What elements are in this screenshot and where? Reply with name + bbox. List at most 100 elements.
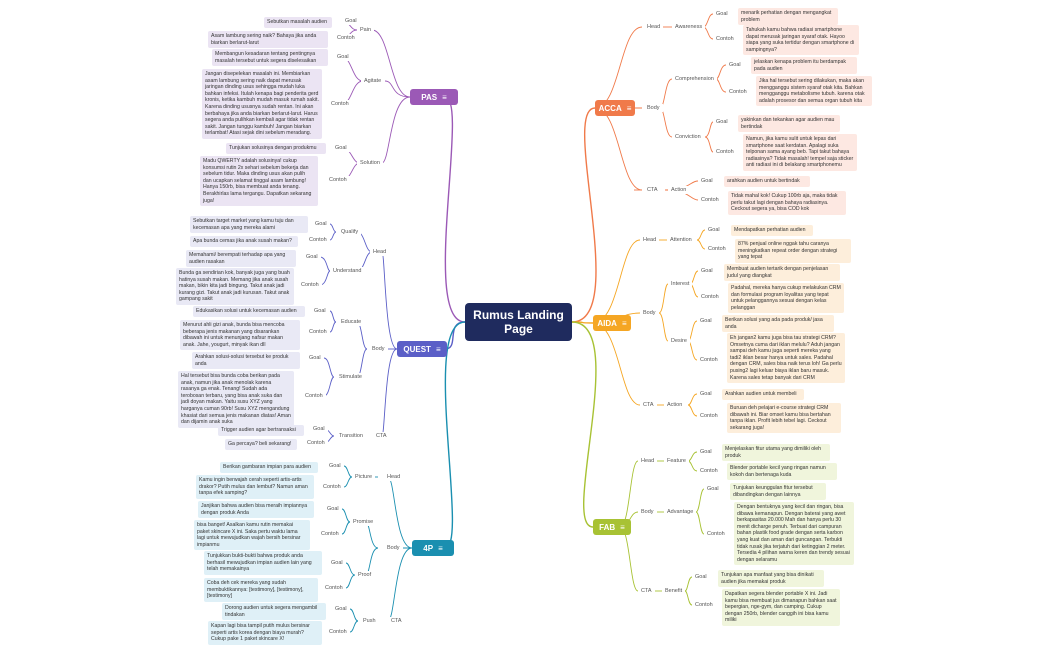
topic-comprehension-goal[interactable]: Goal [726,61,744,69]
central-topic[interactable]: Rumus Landing Page [465,303,572,341]
topic-advantage-example[interactable]: Contoh [704,530,728,538]
topic-push-goal[interactable]: Goal [332,605,350,613]
topic-aida-action-example[interactable]: Contoh [697,412,721,420]
topic-desire-goal[interactable]: Goal [697,317,715,325]
topic-solution-example[interactable]: Contoh [326,176,350,184]
topic-acca-action-example[interactable]: Contoh [698,196,722,204]
topic-aida-cta[interactable]: CTA [640,401,657,409]
topic-transition-example[interactable]: Contoh [304,439,328,447]
topic-agitate-example[interactable]: Contoh [328,100,352,108]
topic-push[interactable]: Push [360,617,379,625]
topic-qualify-example[interactable]: Contoh [306,236,330,244]
topic-acca-body[interactable]: Body [644,104,663,112]
topic-aida-head[interactable]: Head [640,236,660,244]
understand-goal-text: Memahami/ berempati terhadap apa yang au… [186,250,296,268]
topic-educate[interactable]: Educate [338,318,365,326]
topic-picture[interactable]: Picture [352,473,376,481]
topic-interest-example[interactable]: Contoh [698,293,722,301]
topic-feature-goal[interactable]: Goal [697,448,715,456]
topic-qualify-goal[interactable]: Goal [312,220,330,228]
topic-4p-head[interactable]: Head [384,473,404,481]
solution-goal-text: Tunjukan solusinya dengan produkmu [226,143,326,154]
topic-promise-goal[interactable]: Goal [324,505,342,513]
topic-fab-head[interactable]: Head [638,457,658,465]
topic-interest[interactable]: Interest [668,280,693,288]
topic-transition-goal[interactable]: Goal [310,425,328,433]
topic-agitate[interactable]: Agitate [361,77,385,85]
topic-feature-example[interactable]: Contoh [697,467,721,475]
topic-stimulate-example[interactable]: Contoh [302,392,326,400]
topic-desire[interactable]: Desire [668,337,690,345]
topic-stimulate[interactable]: Stimulate [336,373,365,381]
topic-feature[interactable]: Feature [664,457,689,465]
branch-4p[interactable]: 4P ≡ [412,540,454,556]
pain-example-text: Asam lambung sering naik? Bahaya jika an… [208,31,328,49]
topic-pain[interactable]: Pain [357,26,375,34]
topic-qualify[interactable]: Qualify [338,228,362,236]
topic-proof-example[interactable]: Contoh [322,584,346,592]
topic-desire-example[interactable]: Contoh [697,356,721,364]
topic-attention-goal[interactable]: Goal [705,226,723,234]
topic-acca-cta[interactable]: CTA [644,186,661,194]
topic-agitate-goal[interactable]: Goal [334,53,352,61]
branch-fab[interactable]: FAB ≡ [593,519,631,535]
topic-understand[interactable]: Understand [330,267,365,275]
topic-advantage-goal[interactable]: Goal [704,485,722,493]
topic-picture-goal[interactable]: Goal [326,462,344,470]
picture-goal-text: Berikan gambaran impian para audien [220,462,318,473]
solution-example-text: Madu QWERTY adalah solusinya! cukup kons… [200,156,318,207]
branch-pas[interactable]: PAS ≡ [410,89,458,105]
topic-solution[interactable]: Solution [357,159,383,167]
topic-proof-goal[interactable]: Goal [328,559,346,567]
topic-transition[interactable]: Transition [336,432,366,440]
topic-solution-goal[interactable]: Goal [332,144,350,152]
branch-aida[interactable]: AIDA ≡ [593,315,631,331]
branch-quest[interactable]: QUEST ≡ [397,341,447,357]
interest-goal-text: Membuat audien tertarik dengan penjelasa… [724,264,840,282]
topic-understand-goal[interactable]: Goal [303,253,321,261]
topic-comprehension[interactable]: Comprehension [672,75,717,83]
qualify-example-text: Apa bunda cemas jika anak susah makan? [190,236,298,247]
topic-benefit[interactable]: Benefit [662,587,686,595]
topic-picture-example[interactable]: Contoh [320,483,344,491]
topic-acca-action-goal[interactable]: Goal [698,177,716,185]
topic-fab-body[interactable]: Body [638,508,657,516]
topic-benefit-example[interactable]: Contoh [692,601,716,609]
topic-stimulate-goal[interactable]: Goal [306,354,324,362]
topic-conviction[interactable]: Conviction [672,133,704,141]
topic-awareness[interactable]: Awareness [672,23,706,31]
topic-pain-goal[interactable]: Goal [342,17,360,25]
topic-quest-body[interactable]: Body [369,345,388,353]
topic-advantage[interactable]: Advantage [664,508,697,516]
topic-fab-cta[interactable]: CTA [638,587,655,595]
topic-understand-example[interactable]: Contoh [298,281,322,289]
topic-acca-head[interactable]: Head [644,23,664,31]
topic-attention[interactable]: Attention [667,236,695,244]
topic-acca-action[interactable]: Action [668,186,690,194]
benefit-goal-text: Tunjukan apa manfaat yang bisa dinikati … [718,570,824,588]
topic-aida-body[interactable]: Body [640,309,659,317]
topic-aida-action-goal[interactable]: Goal [697,390,715,398]
topic-awareness-example[interactable]: Contoh [713,35,737,43]
topic-quest-head[interactable]: Head [370,248,390,256]
topic-push-example[interactable]: Contoh [326,628,350,636]
topic-awareness-goal[interactable]: Goal [713,10,731,18]
comprehension-goal-text: jelaskan kenapa problem itu berdampak pa… [751,57,857,75]
topic-4p-cta[interactable]: CTA [388,617,405,625]
topic-conviction-example[interactable]: Contoh [713,148,737,156]
topic-quest-cta[interactable]: CTA [373,432,390,440]
topic-promise-example[interactable]: Contoh [318,530,342,538]
topic-proof[interactable]: Proof [355,571,375,579]
topic-conviction-goal[interactable]: Goal [713,118,731,126]
topic-promise[interactable]: Promise [350,518,377,526]
topic-4p-body[interactable]: Body [384,544,403,552]
topic-benefit-goal[interactable]: Goal [692,573,710,581]
topic-attention-example[interactable]: Contoh [705,245,729,253]
topic-interest-goal[interactable]: Goal [698,267,716,275]
topic-comprehension-example[interactable]: Contoh [726,88,750,96]
topic-educate-example[interactable]: Contoh [306,328,330,336]
topic-aida-action[interactable]: Action [664,401,686,409]
topic-educate-goal[interactable]: Goal [311,307,329,315]
branch-acca[interactable]: ACCA ≡ [595,100,635,116]
topic-pain-example[interactable]: Contoh [334,34,358,42]
